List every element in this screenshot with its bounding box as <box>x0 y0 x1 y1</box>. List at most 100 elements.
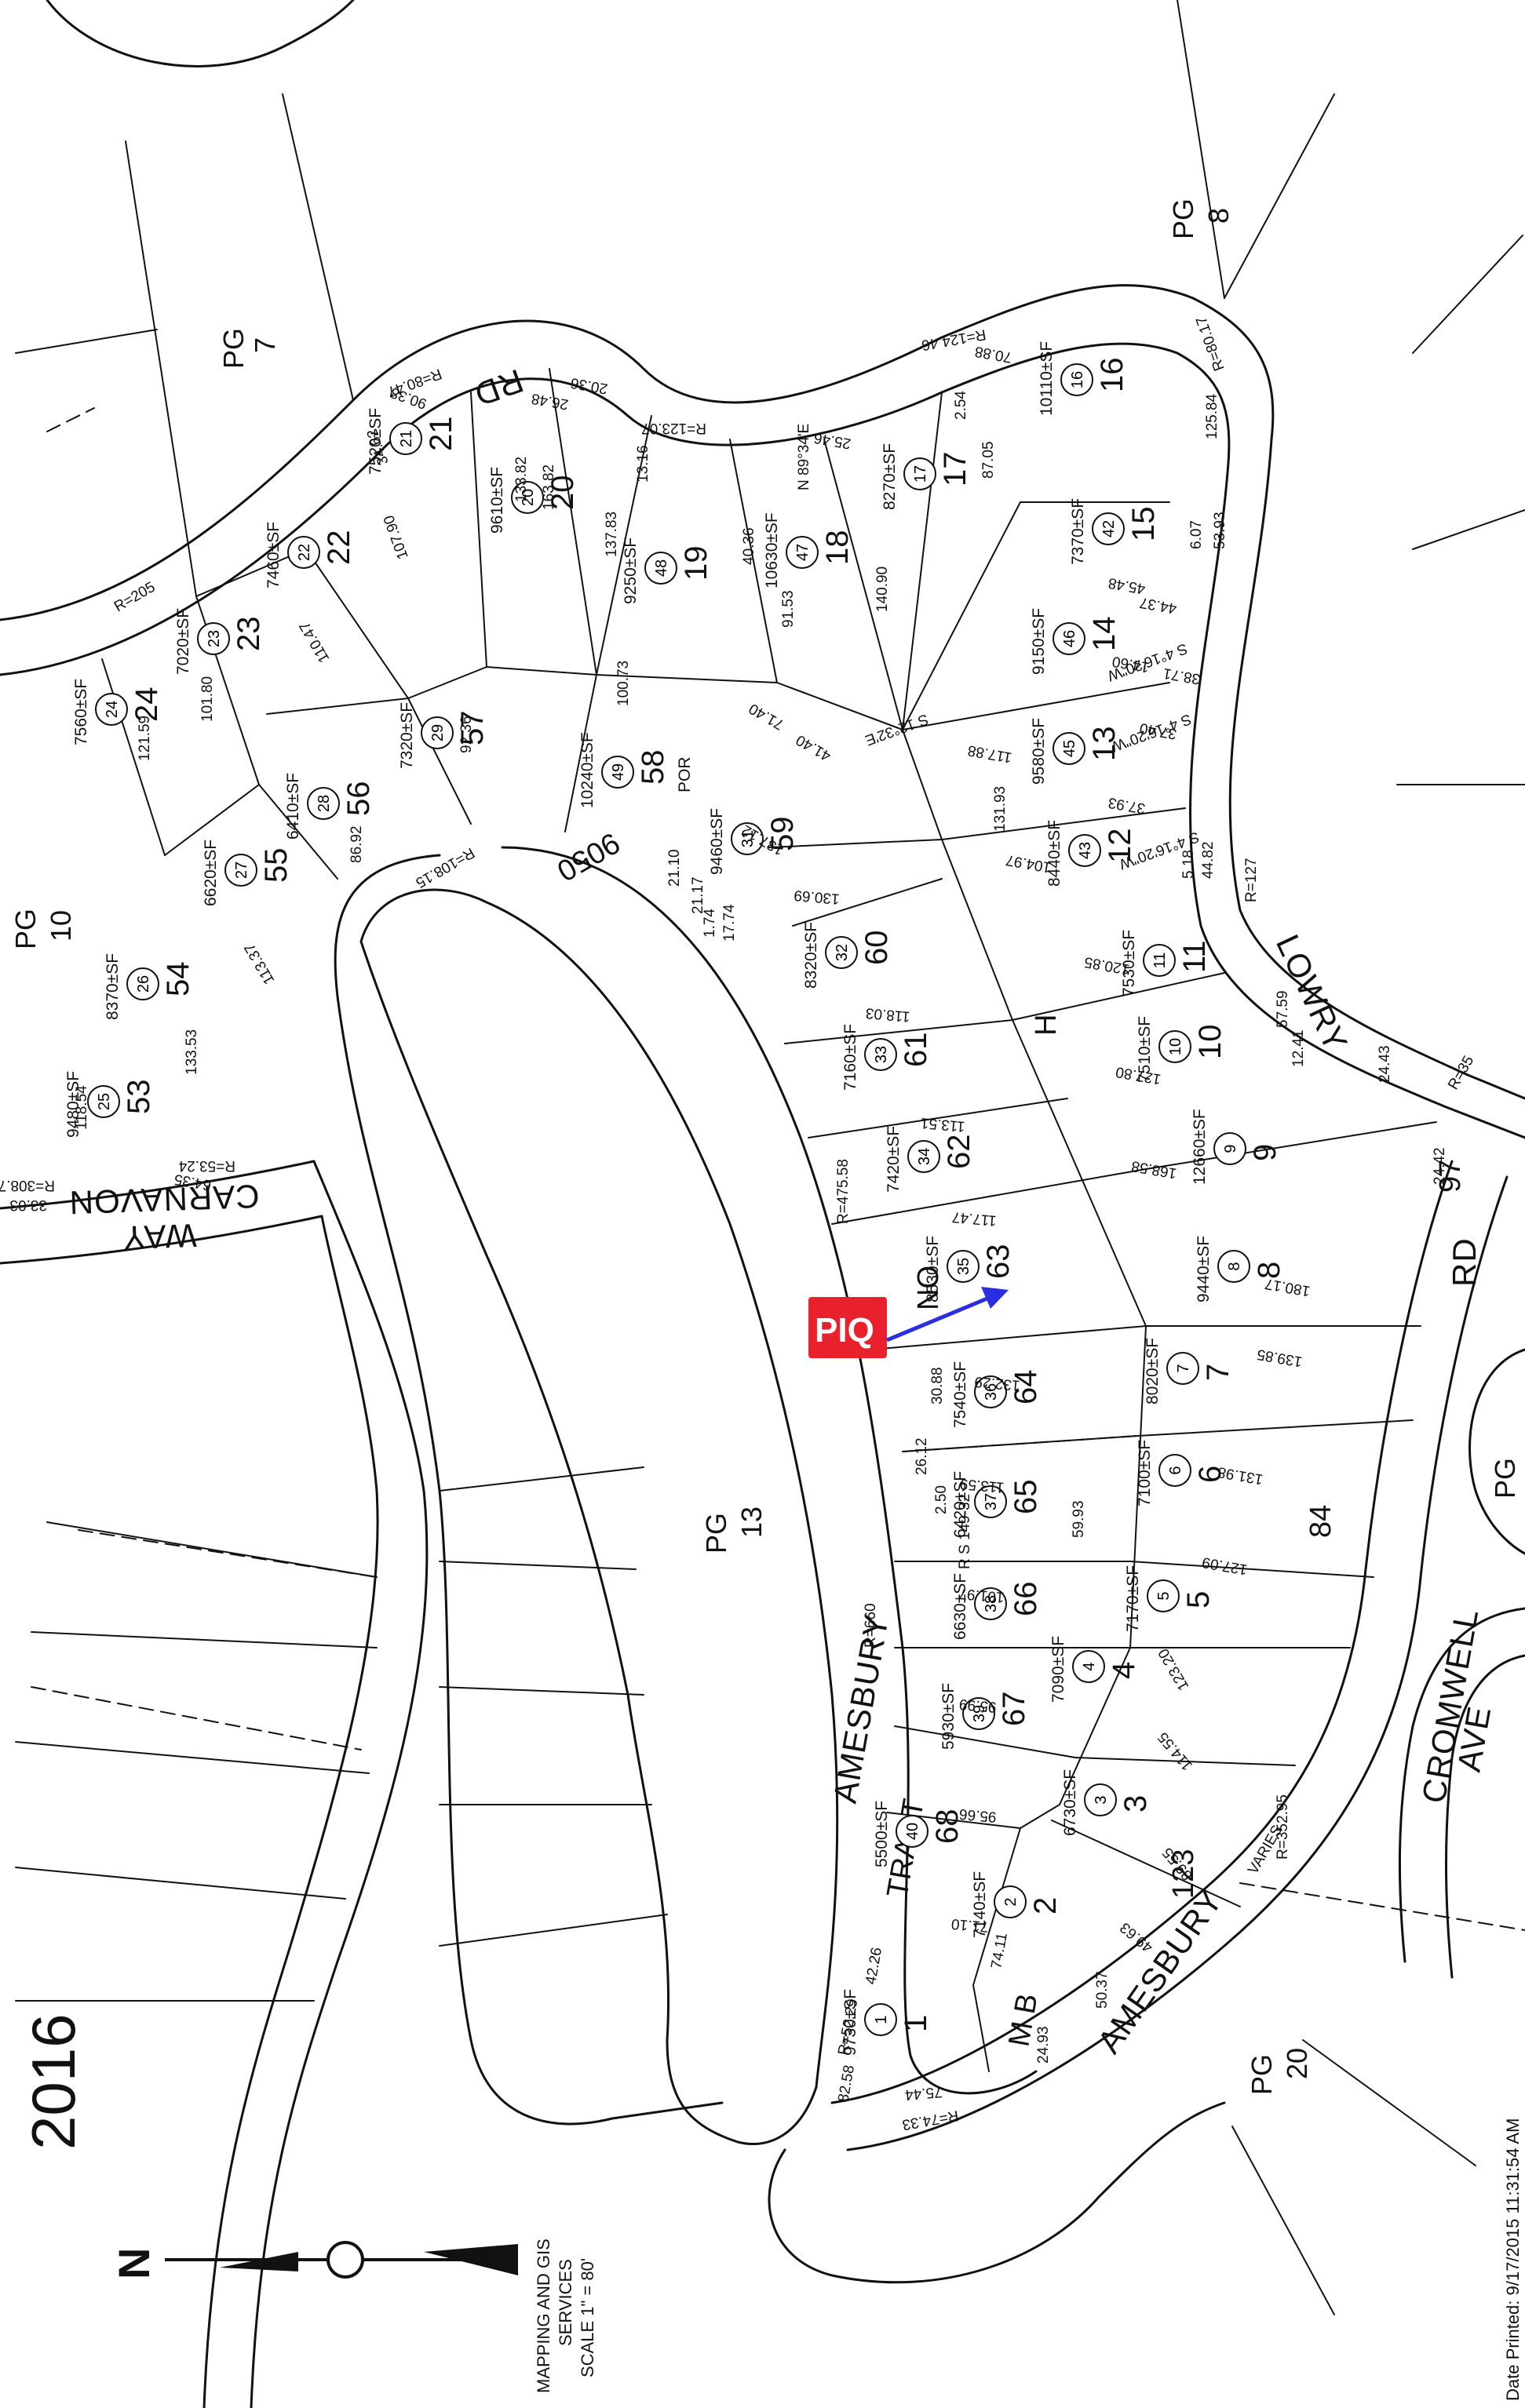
lots-layer: 119730±SF227140±SF336730±SF447090±SF5571… <box>64 341 1286 2056</box>
lot-circle-number: 23 <box>206 630 223 647</box>
lot-number: 14 <box>1087 617 1122 652</box>
lot-circle-number: 46 <box>1061 630 1078 647</box>
dimension-d40: 24.42 <box>1432 1147 1448 1185</box>
dimension-d2: 101.80 <box>199 676 216 722</box>
lot-area: 6420±SF <box>951 1471 969 1538</box>
dimension-d59: 113.59 <box>959 1475 1005 1495</box>
dimension-d63: 26.12 <box>914 1437 930 1475</box>
dimension-d33: 5.18 <box>1180 850 1197 879</box>
lot-number: 19 <box>679 546 713 581</box>
dimension-d70: 41.40 <box>794 731 834 764</box>
lot-area: 7520±SF <box>367 408 385 475</box>
dimension-d36: 12.41 <box>1290 1029 1307 1067</box>
dimension-d3: 110.47 <box>297 618 334 665</box>
lot-number: 65 <box>1009 1480 1043 1515</box>
lot-number: 22 <box>322 530 356 566</box>
amesbury-lower-edge-a <box>830 1160 1454 2104</box>
street-rd-top: RD <box>469 362 528 414</box>
top-arc <box>46 0 355 67</box>
lot-number: 13 <box>1087 727 1122 762</box>
bottom-loop <box>768 2101 1226 2284</box>
lot-circle-number: 24 <box>104 701 121 718</box>
lot-area: 7170±SF <box>1124 1565 1142 1632</box>
dimension-d13: 40.36 <box>741 527 757 565</box>
dimension-d10: 13.16 <box>635 445 651 483</box>
lot-circle: 4 <box>1072 1650 1105 1683</box>
lot-circle-number: 35 <box>955 1258 972 1275</box>
dimension-d42: 139.85 <box>1256 1346 1304 1370</box>
dimension-d81: 21.17 <box>690 876 706 914</box>
lot-number: 1 <box>899 2015 933 2032</box>
lot-area: 9440±SF <box>1195 1236 1213 1302</box>
lot-circle: 25 <box>87 1085 120 1118</box>
carnavon-edge-b <box>0 1215 323 1265</box>
carnavon-edge-a <box>0 1160 316 1210</box>
dimension-d8: 163.82 <box>541 464 557 510</box>
lot-area: 6630±SF <box>951 1573 969 1640</box>
dimension-d29: 131.93 <box>992 786 1009 832</box>
dimension-d51: 74.11 <box>988 1932 1011 1970</box>
lot-area: 9250±SF <box>622 537 640 604</box>
page-refs: PG 7 PG 8 PG 10 PG 13 PG 20 PG <box>9 199 1521 2095</box>
lot-area: 8320±SF <box>802 922 820 989</box>
dimension-d83: 17.74 <box>721 904 738 942</box>
lot-number: 67 <box>997 1692 1031 1727</box>
lot-circle: 36 <box>974 1375 1007 1408</box>
lot-area: 7510±SF <box>1136 1016 1154 1083</box>
number-97: 97 <box>1434 1160 1467 1193</box>
lot-area: 9460±SF <box>708 808 726 875</box>
dimension-d24: 44.37 <box>1138 594 1177 617</box>
lot-circle: 49 <box>601 756 634 789</box>
dimension-bearing1: N 89°34'E <box>796 424 812 490</box>
lot-circle: 7 <box>1166 1352 1199 1385</box>
cromwell-edge-b <box>1445 1654 1525 1979</box>
lot-circle: 29 <box>421 716 454 749</box>
lot-circle-number: 4 <box>1081 1662 1098 1670</box>
lot-circle-number: 42 <box>1100 520 1118 537</box>
dimension-r660: R=660 <box>863 1603 879 1648</box>
lot-number: 9 <box>1248 1144 1282 1161</box>
lot-number: 17 <box>938 452 972 487</box>
dimension-d58: 101.97 <box>958 1585 1005 1605</box>
lot-circle: 42 <box>1092 512 1125 545</box>
dimension-d52: 75.44 <box>904 2083 943 2103</box>
north-arrow: N <box>109 2241 518 2279</box>
dimension-d44: 127.09 <box>1201 1554 1249 1578</box>
right-pg-circle <box>1468 1348 1525 1555</box>
lot-circle-number: 47 <box>794 544 812 561</box>
date-printed: Date Printed: 9/17/2015 11:31:54 AM <box>1503 2118 1523 2401</box>
dimension-d54: 42.26 <box>863 1946 885 1985</box>
lot-number: 11 <box>1177 940 1212 973</box>
dimension-d48: 49.63 <box>1117 1919 1156 1956</box>
lot-circle: 17 <box>903 457 936 490</box>
lot-number: 21 <box>424 417 458 452</box>
mapping-line-2: SERVICES <box>556 2259 575 2346</box>
lot-number: 3 <box>1118 1795 1153 1812</box>
dimension-d11: 26.48 <box>530 390 569 413</box>
big-numbers: 97 84 123 <box>1167 1160 1467 1899</box>
lot-circle: 47 <box>786 536 819 569</box>
pg10-label: PG <box>9 909 42 949</box>
lot-circle-number: 6 <box>1167 1466 1184 1474</box>
dimension-d32: 44.82 <box>1200 841 1217 879</box>
dimension-d26: 38.71 <box>1162 665 1201 687</box>
lot-number: 8 <box>1252 1262 1286 1279</box>
lot-circle: 46 <box>1053 622 1085 655</box>
lot-area: 5930±SF <box>939 1683 958 1750</box>
dimension-r127: R=127 <box>1243 858 1260 902</box>
left-road-edge-b <box>202 1215 379 2408</box>
dimension-d82: 1.74 <box>702 909 718 938</box>
lot-circle-number: 49 <box>610 763 627 781</box>
lot-number: 62 <box>942 1135 976 1170</box>
